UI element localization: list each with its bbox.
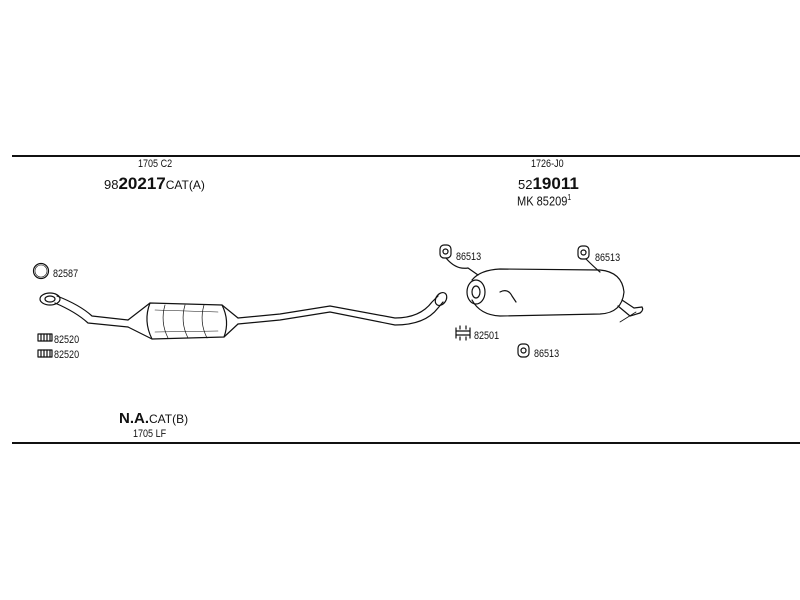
rear-main-part-number: 5219011 xyxy=(518,174,579,194)
clamp-icon-1 xyxy=(37,333,53,342)
front-top-ref: 1705 C2 xyxy=(138,158,173,170)
front-pipe-catalytic-converter xyxy=(39,291,448,340)
rear-mk-label: MK xyxy=(517,193,534,209)
hanger-icon-top-right xyxy=(577,245,590,260)
bottom-divider-line xyxy=(12,442,800,444)
front-bottom-main: N.A. xyxy=(119,410,149,427)
clamp-label-rear: 82501 xyxy=(474,330,500,342)
front-main-part-number: 9820217CAT(A) xyxy=(104,174,205,194)
rear-mk-part-number: MK 852091 xyxy=(517,193,571,208)
hanger-icon-top-left xyxy=(439,244,452,259)
rear-mk-number: 85209 xyxy=(536,193,568,209)
front-main-prefix: 98 xyxy=(104,177,119,192)
top-divider-line xyxy=(12,155,800,157)
rear-main-prefix: 52 xyxy=(518,177,533,192)
hanger-label-bottom: 86513 xyxy=(534,348,560,360)
front-bottom-suffix: CAT(B) xyxy=(149,412,189,426)
hanger-label-top-left: 86513 xyxy=(456,251,482,263)
front-main-number: 20217 xyxy=(118,174,166,193)
clamp-icon-rear xyxy=(455,325,471,341)
clamp-label-2: 82520 xyxy=(54,349,80,361)
front-main-suffix: CAT(A) xyxy=(165,178,205,192)
clamp-icon-2 xyxy=(37,349,53,358)
hanger-label-top-right: 86513 xyxy=(595,252,621,264)
hanger-icon-bottom xyxy=(517,343,530,358)
front-bottom-part-number: N.A.CAT(B) xyxy=(119,410,188,428)
ring-gasket-label: 82587 xyxy=(53,268,79,280)
ring-gasket-icon xyxy=(32,262,50,280)
rear-main-number: 19011 xyxy=(532,174,579,193)
clamp-label-1: 82520 xyxy=(54,334,80,346)
rear-mk-sup: 1 xyxy=(567,193,572,202)
rear-top-ref: 1726-J0 xyxy=(531,158,564,170)
front-bottom-ref: 1705 LF xyxy=(133,428,167,440)
rear-muffler xyxy=(445,257,644,323)
